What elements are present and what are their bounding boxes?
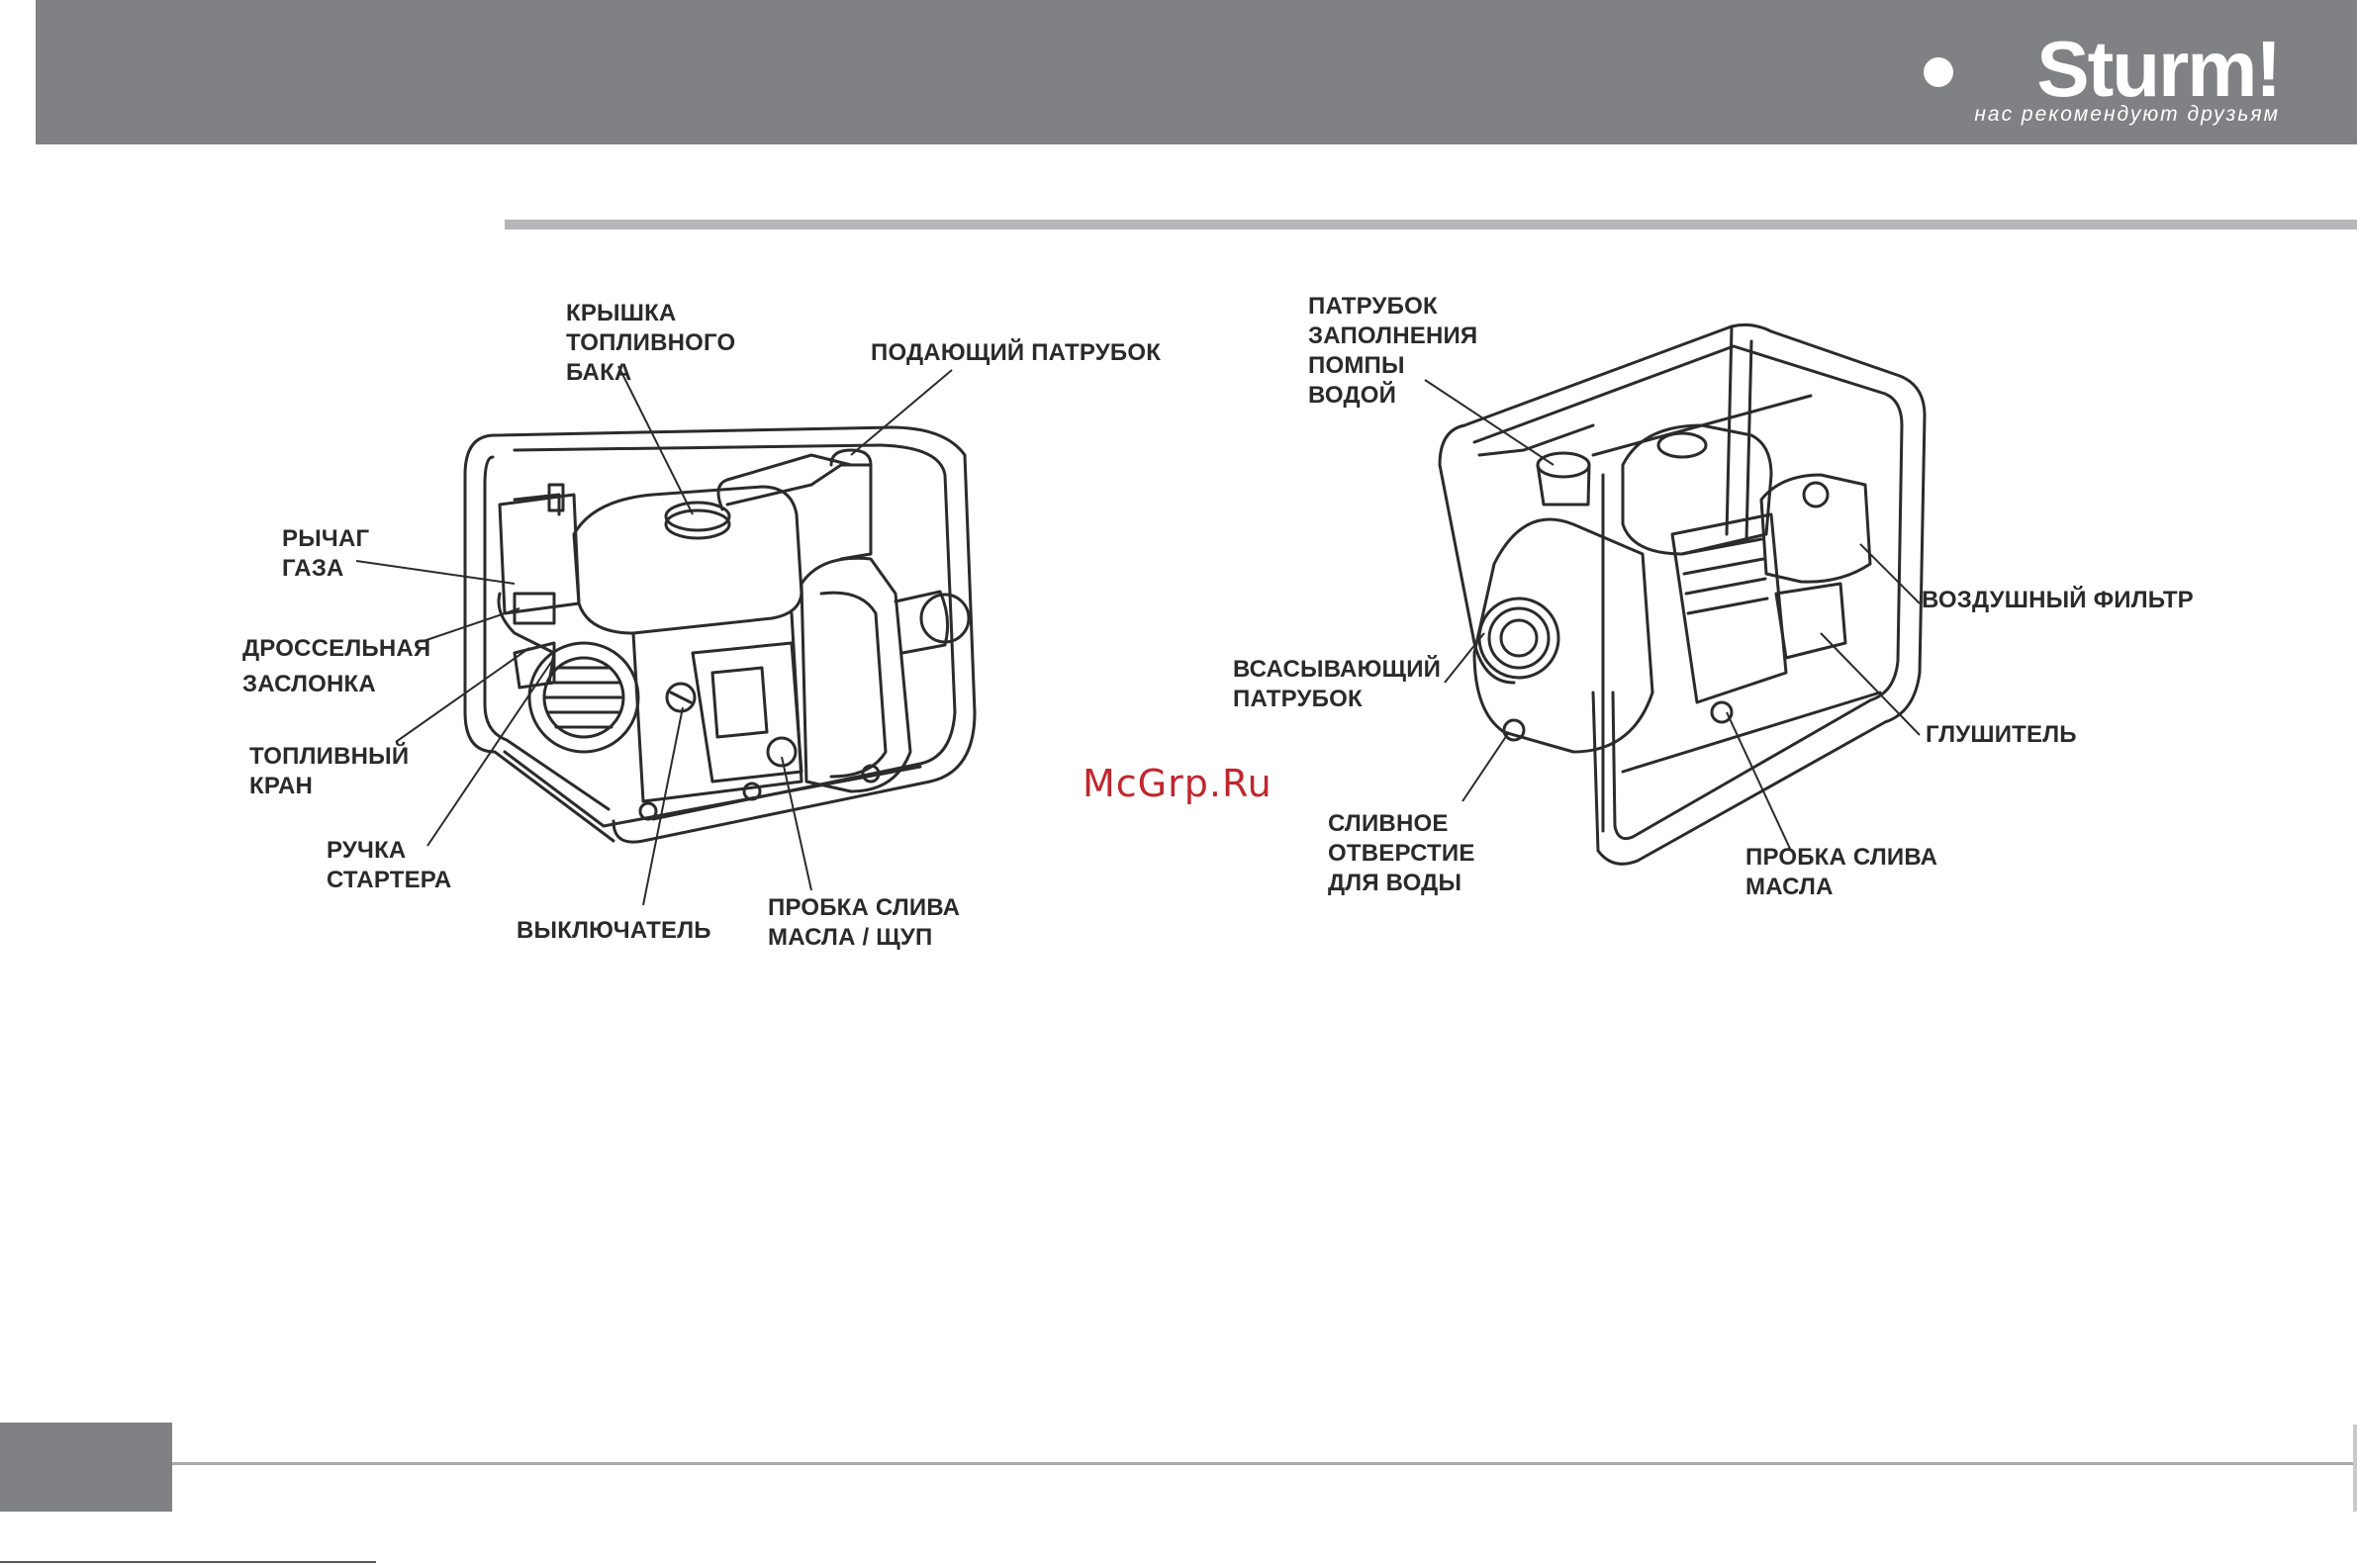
label-air-filter: ВОЗДУШНЫЙ ФИЛЬТР [1922, 587, 2194, 613]
section-divider [505, 220, 2357, 230]
label-choke: ДРОССЕЛЬНАЯ ЗАСЛОНКА [242, 635, 431, 697]
label-starter: РУЧКА СТАРТЕРА [327, 837, 452, 893]
label-oil-drain: ПРОБКА СЛИВА МАСЛА [1745, 844, 1938, 900]
bottom-line [0, 1561, 376, 1563]
right-air-filter [1759, 473, 1872, 584]
label-inlet: ВСАСЫВАЮЩИЙ ПАТРУБОК [1233, 656, 1442, 712]
footer-edge [2353, 1425, 2357, 1512]
label-prime: ПАТРУБОК ЗАПОЛНЕНИЯ ПОМПЫ ВОДОЙ [1308, 293, 1478, 409]
footer-divider [172, 1462, 2353, 1465]
page-number-tab [0, 1423, 172, 1512]
left-pump-casing [800, 556, 912, 793]
right-fuel-tank [1621, 423, 1773, 556]
brand-logo: Sturm! нас рекомендуют друзьям [1924, 25, 2282, 129]
label-switch: ВЫКЛЮЧАТЕЛЬ [517, 917, 711, 944]
right-engine [1670, 512, 1788, 704]
label-fuel-cap: КРЫШКА ТОПЛИВНОГО БАКА [566, 300, 736, 386]
logo-dot-icon [1924, 57, 1953, 87]
label-water-drain: СЛИВНОЕ ОТВЕРСТИЕ ДЛЯ ВОДЫ [1328, 810, 1475, 896]
label-muffler: ГЛУШИТЕЛЬ [1926, 721, 2077, 748]
label-fuel-valve: ТОПЛИВНЫЙ КРАН [249, 743, 410, 799]
watermark: McGrp.Ru [1083, 762, 1273, 805]
right-pump-casing [1472, 517, 1654, 754]
label-outlet: ПОДАЮЩИЙ ПАТРУБОК [871, 339, 1162, 366]
label-oil-plug: ПРОБКА СЛИВА МАСЛА / ЩУП [768, 894, 961, 951]
right-muffler [1774, 582, 1847, 660]
left-fuel-tank [572, 485, 803, 635]
brand-tagline: нас рекомендуют друзьям [1974, 103, 2280, 126]
right-inlet-flange [1477, 597, 1560, 680]
right-prime-cap [1536, 451, 1591, 479]
brand-name: Sturm! [2036, 25, 2282, 113]
left-frame [463, 433, 615, 843]
right-frame [1438, 423, 1516, 685]
left-fuel-cap [664, 508, 731, 540]
label-throttle: РЫЧАГ ГАЗА [282, 525, 370, 582]
header-bar: Sturm! нас рекомендуют друзьям [36, 0, 2357, 144]
